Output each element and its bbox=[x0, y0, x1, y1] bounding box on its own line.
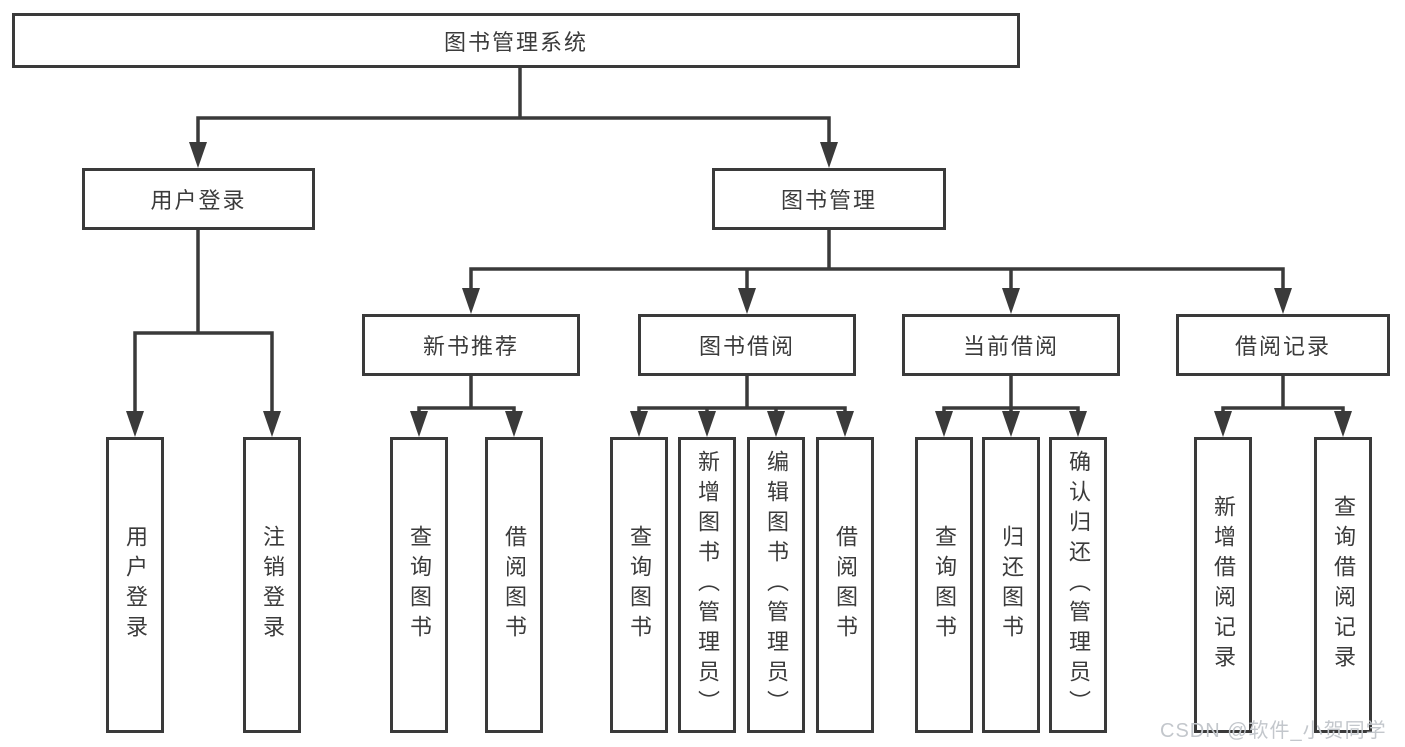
node-label: 用户登录 bbox=[150, 188, 247, 213]
node-leaf-edit-books-admin: 编辑图书（管理员） bbox=[747, 437, 805, 733]
node-label: 借阅图书 bbox=[833, 525, 858, 645]
node-label: 当前借阅 bbox=[962, 334, 1059, 359]
watermark: CSDN @软件_小贺同学 bbox=[1160, 720, 1387, 742]
node-leaf-user-login: 用户登录 bbox=[106, 437, 164, 733]
node-leaf-confirm-return-admin: 确认归还（管理员） bbox=[1049, 437, 1107, 733]
node-label: 借阅记录 bbox=[1234, 334, 1331, 359]
node-leaf-borrow-books-recommend: 借阅图书 bbox=[485, 437, 543, 733]
node-label: 用户登录 bbox=[123, 525, 148, 645]
node-leaf-query-books-borrow: 查询图书 bbox=[610, 437, 668, 733]
node-label: 新增图书（管理员） bbox=[695, 450, 720, 720]
node-leaf-add-borrow-record: 新增借阅记录 bbox=[1194, 437, 1252, 733]
node-label: 图书管理系统 bbox=[443, 29, 588, 55]
node-label: 新增借阅记录 bbox=[1211, 495, 1236, 675]
node-label: 确认归还（管理员） bbox=[1066, 450, 1091, 720]
node-leaf-query-books-recommend: 查询图书 bbox=[390, 437, 448, 733]
node-library-management-system: 图书管理系统 bbox=[12, 13, 1020, 68]
node-label: 新书推荐 bbox=[422, 334, 519, 359]
node-leaf-add-books-admin: 新增图书（管理员） bbox=[678, 437, 736, 733]
node-leaf-logout: 注销登录 bbox=[243, 437, 301, 733]
node-label: 归还图书 bbox=[999, 525, 1024, 645]
node-label: 查询图书 bbox=[932, 525, 957, 645]
node-new-book-recommendation: 新书推荐 bbox=[362, 314, 580, 376]
node-label: 编辑图书（管理员） bbox=[764, 450, 789, 720]
node-leaf-query-borrow-record: 查询借阅记录 bbox=[1314, 437, 1372, 733]
node-leaf-borrow-books: 借阅图书 bbox=[816, 437, 874, 733]
node-current-borrowing: 当前借阅 bbox=[902, 314, 1120, 376]
node-label: 查询借阅记录 bbox=[1331, 495, 1356, 675]
node-label: 查询图书 bbox=[407, 525, 432, 645]
node-borrowing-records: 借阅记录 bbox=[1176, 314, 1390, 376]
node-leaf-query-books-current: 查询图书 bbox=[915, 437, 973, 733]
node-label: 查询图书 bbox=[627, 525, 652, 645]
node-label: 注销登录 bbox=[260, 525, 285, 645]
node-book-management: 图书管理 bbox=[712, 168, 946, 230]
node-book-borrowing: 图书借阅 bbox=[638, 314, 856, 376]
node-label: 图书管理 bbox=[780, 188, 877, 213]
node-label: 借阅图书 bbox=[502, 525, 527, 645]
node-label: 图书借阅 bbox=[698, 334, 795, 359]
node-leaf-return-books: 归还图书 bbox=[982, 437, 1040, 733]
node-user-login: 用户登录 bbox=[82, 168, 315, 230]
